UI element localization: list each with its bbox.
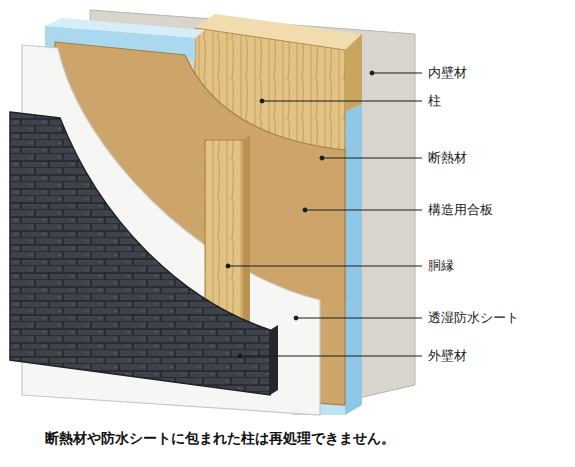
exterior-wall-edge — [270, 325, 278, 395]
caption: 断熱材や防水シートに包まれた柱は再処理できません。 — [45, 428, 395, 448]
part-label: 内壁材 — [428, 64, 467, 82]
column-side — [345, 34, 362, 112]
exterior-wall — [10, 112, 270, 395]
part-label: 柱 — [428, 92, 441, 110]
leader-lines — [226, 71, 422, 358]
part-label: 透湿防水シート — [428, 309, 519, 327]
part-label: 断熱材 — [428, 149, 467, 167]
insulation-side — [345, 104, 362, 415]
part-label: 外壁材 — [428, 347, 467, 365]
furring-strip-side — [243, 135, 250, 345]
part-label: 構造用合板 — [428, 201, 493, 219]
part-label: 胴縁 — [428, 257, 454, 275]
